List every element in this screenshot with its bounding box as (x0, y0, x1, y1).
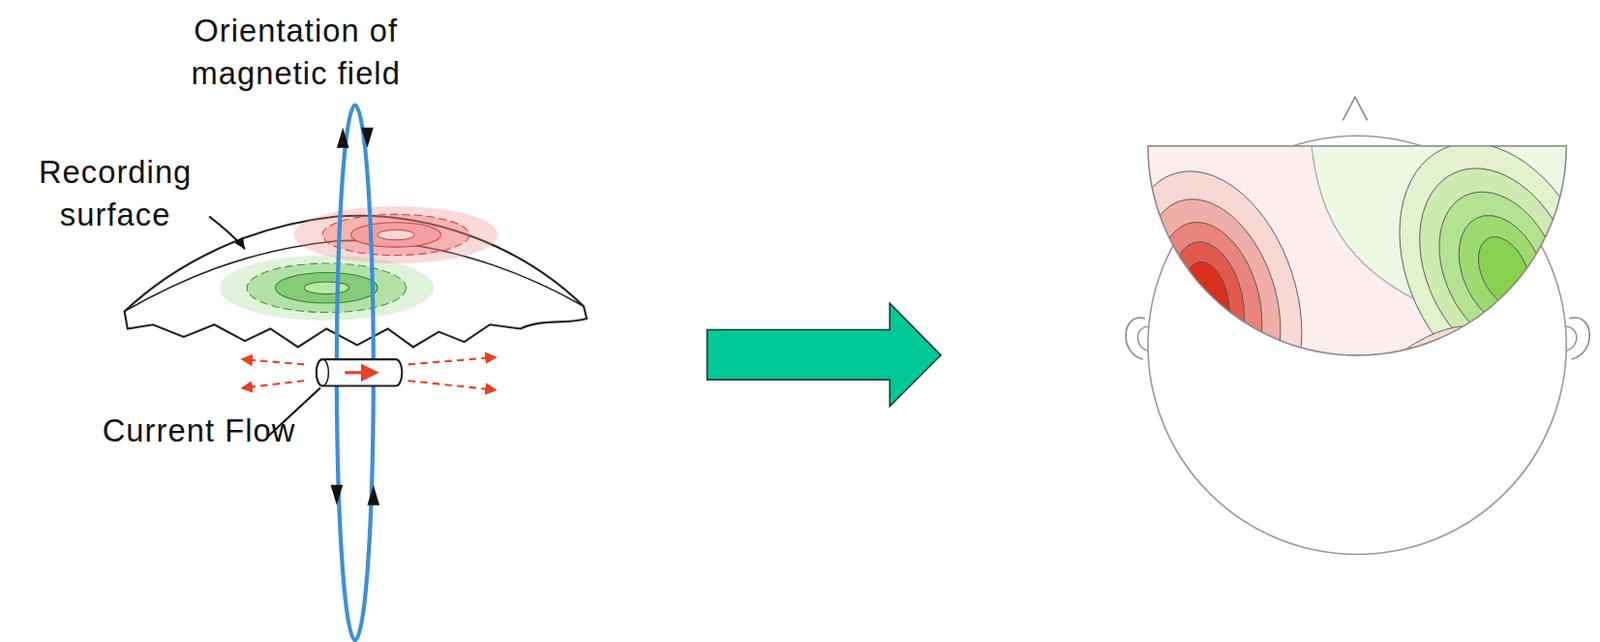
ear (1569, 317, 1590, 360)
current-dipole (242, 357, 495, 391)
field-contour-green (219, 255, 434, 321)
leader-head (234, 237, 245, 250)
ear (1125, 317, 1146, 360)
contour-red-lower (1281, 290, 1555, 578)
transform-arrow (707, 302, 941, 406)
nose (1342, 96, 1367, 121)
callout-label: Recording surface (7, 150, 222, 238)
recording-surface (124, 215, 588, 348)
callout-label: Orientation of magnetic field (137, 10, 454, 97)
contour-green-top (1360, 111, 1600, 424)
contour-green-left (1177, 336, 1297, 490)
head-topomap (1096, 96, 1600, 577)
leader-line (209, 215, 245, 249)
field-contour-red (294, 206, 499, 264)
callout-label: Current Flow (101, 410, 296, 453)
